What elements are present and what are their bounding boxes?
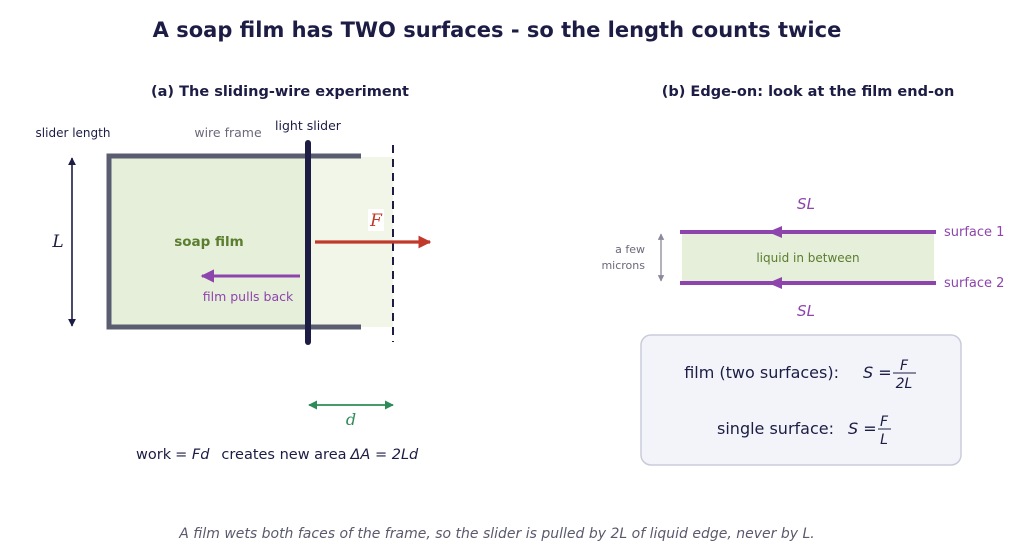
formula-single-lhs: S =	[848, 419, 877, 438]
panel-b: (b) Edge-on: look at the film end-on SL …	[601, 84, 1004, 466]
surface-1-pull-icon	[768, 226, 782, 238]
panel-b-heading: (b) Edge-on: look at the film end-on	[662, 84, 955, 100]
formula-single-denominator: L	[880, 432, 888, 448]
footer-note: A film wets both faces of the frame, so …	[178, 526, 814, 542]
area-formula: ΔA = 2Ld	[350, 447, 420, 463]
light-slider-label: light slider	[275, 118, 342, 133]
formula-film-numerator: F	[900, 358, 909, 374]
surface-2-pull-icon	[768, 277, 782, 289]
formula-single-label: single surface:	[717, 419, 834, 438]
wire-frame-label: wire frame	[194, 125, 262, 140]
thickness-label-line-1: a few	[615, 243, 645, 256]
F-label-bg	[368, 209, 384, 231]
surface-1-label: surface 1	[944, 225, 1004, 240]
film-pulls-back-label: film pulls back	[203, 289, 294, 304]
work-word: work	[136, 447, 172, 463]
formula-film-label: film (two surfaces):	[684, 363, 839, 382]
soap-film-area	[110, 157, 308, 327]
F-label: F	[369, 211, 383, 231]
formula-film-denominator: 2L	[896, 376, 913, 392]
liquid-layer	[682, 234, 934, 282]
surface-2-label: surface 2	[944, 276, 1004, 291]
liquid-label: liquid in between	[756, 251, 859, 265]
panel-a: (a) The sliding-wire experiment slider l…	[36, 84, 432, 463]
d-label: d	[346, 410, 356, 429]
panel-a-heading: (a) The sliding-wire experiment	[151, 84, 409, 100]
formula-film-lhs: S =	[863, 363, 892, 382]
formula-single-numerator: F	[880, 414, 889, 430]
bottom-force-label: SL	[797, 302, 815, 320]
top-force-label: SL	[797, 195, 815, 213]
creates-area-text: creates new area	[221, 447, 346, 463]
page-title: A soap film has TWO surfaces - so the le…	[153, 18, 842, 42]
wire-frame	[106, 153, 361, 330]
L-label: L	[51, 232, 63, 252]
soap-film-label: soap film	[174, 234, 243, 250]
slider-length-label: slider length	[36, 126, 111, 140]
formula-box	[640, 334, 962, 466]
thickness-label-line-2: microns	[601, 259, 645, 272]
work-formula: = Fd	[175, 447, 210, 463]
